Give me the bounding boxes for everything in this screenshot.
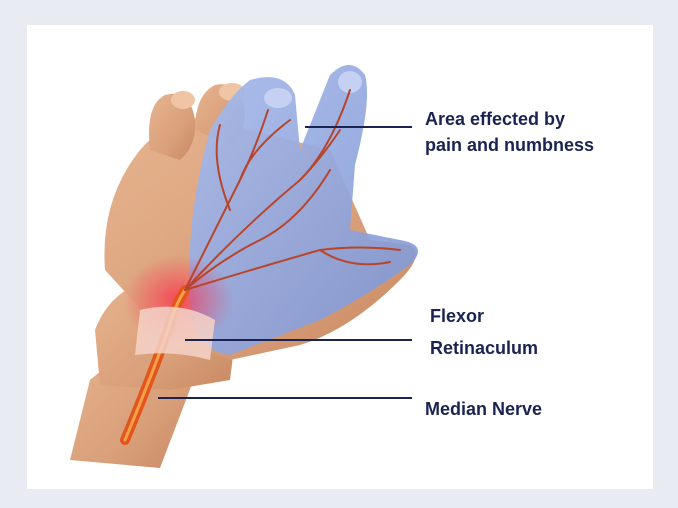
flexor-label-line1: Flexor [430, 300, 538, 332]
affected-area-label-line1: Area effected by [425, 106, 594, 132]
flexor-label: Flexor Retinaculum [430, 300, 538, 364]
flexor-label-line2: Retinaculum [430, 332, 538, 364]
median-nerve-label-text: Median Nerve [425, 396, 542, 422]
affected-area-label-line2: pain and numbness [425, 132, 594, 158]
middle-finger-nail [264, 88, 292, 108]
little-finger-nail [171, 91, 195, 109]
flexor-retinaculum [135, 307, 215, 360]
affected-area-label: Area effected by pain and numbness [425, 106, 594, 158]
median-nerve-label: Median Nerve [425, 396, 542, 422]
